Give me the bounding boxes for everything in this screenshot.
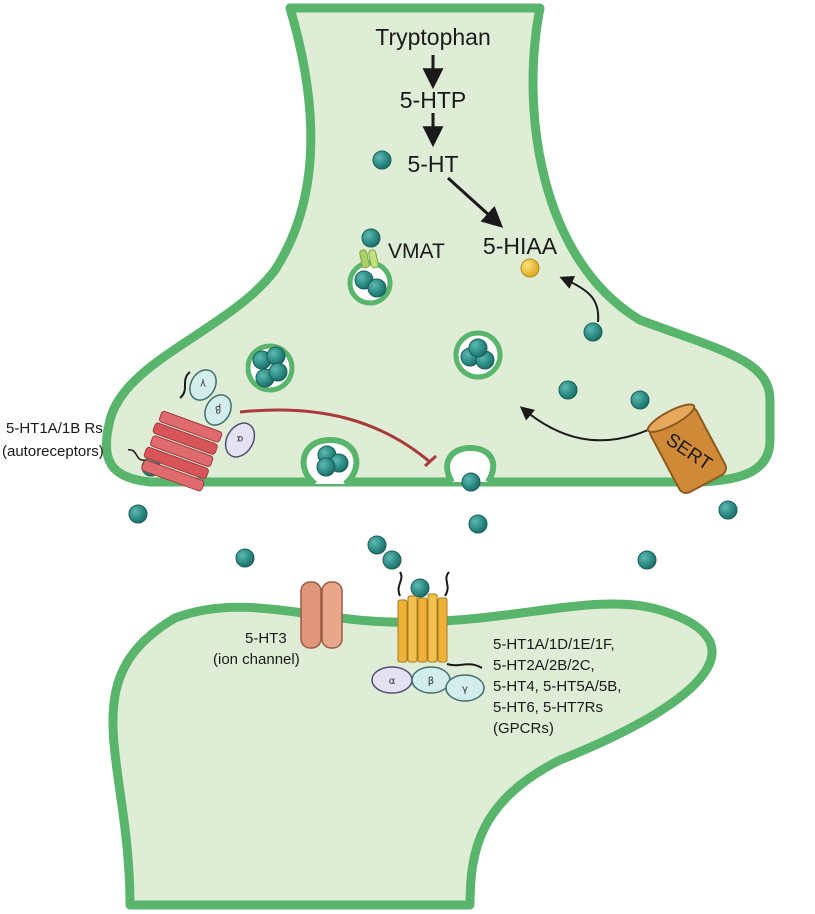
serotonin-molecule — [468, 338, 488, 358]
serotonin-molecule — [468, 514, 488, 534]
arrow-sert-reuptake — [519, 406, 649, 442]
g-gamma-label: γ — [462, 684, 468, 695]
tryptophan-label: Tryptophan — [375, 24, 491, 50]
serotonin-molecule — [361, 228, 381, 248]
autoreceptor-alpha — [224, 422, 256, 458]
hiaa-metabolite — [520, 258, 540, 278]
gpcr-label-line-4: 5-HT6, 5-HT7Rs — [493, 699, 603, 716]
g-alpha-label: α — [389, 676, 396, 687]
serotonin-molecule — [367, 535, 387, 555]
autoreceptor-gamma — [189, 369, 217, 401]
serotonin-molecule — [410, 578, 430, 598]
autoreceptor-beta-label: β — [215, 403, 221, 414]
g-beta-label: β — [428, 676, 434, 687]
autoreceptor-gpcr — [141, 410, 223, 492]
serotonin-molecule — [583, 322, 603, 342]
ht3-label-line1: 5-HT3 — [245, 630, 287, 647]
gpcr-label-line-2: 5-HT2A/2B/2C, — [493, 657, 595, 674]
autoreceptor-gamma-label: γ — [200, 378, 206, 389]
gpcr-label-line-5: (GPCRs) — [493, 720, 554, 737]
arrow-ht-to-hiaa — [446, 176, 504, 228]
autoreceptor-label-line2: (autoreceptors) — [2, 443, 104, 460]
serotonin-molecule — [718, 500, 738, 520]
serotonin-molecule — [367, 278, 387, 298]
autoreceptor-alpha-label: α — [236, 433, 243, 444]
autoreceptor-inhibition — [239, 408, 438, 468]
serotonin-molecule — [630, 390, 650, 410]
vmat-transporter — [359, 249, 379, 269]
hiaa-label: 5-HIAA — [483, 233, 558, 259]
autoreceptor-tail — [179, 371, 191, 399]
autoreceptor-label-line1: 5-HT1A/1B Rs — [6, 420, 103, 437]
serotonin-molecules — [128, 150, 738, 598]
autoreceptor-pointer — [127, 449, 146, 461]
postsynaptic-terminal — [108, 599, 717, 910]
serotonin-molecule — [637, 550, 657, 570]
serotonin-molecule — [558, 380, 578, 400]
autoreceptor-beta — [204, 394, 232, 426]
vesicle-fusing — [444, 444, 497, 484]
ht3-label-line2: (ion channel) — [213, 651, 300, 668]
serotonin-molecule — [382, 550, 402, 570]
serotonin-molecule — [268, 362, 288, 382]
postsynaptic-gpcr — [397, 571, 483, 669]
gpcr-label-line-3: 5-HT4, 5-HT5A/5B, — [493, 678, 621, 695]
vmat-label: VMAT — [388, 240, 445, 263]
serotonin-molecule — [235, 548, 255, 568]
serotonin-molecule — [266, 346, 286, 366]
serotonin-molecule — [316, 457, 336, 477]
htp-label: 5-HTP — [400, 87, 466, 113]
postsynaptic-g-protein: α β γ — [371, 666, 485, 702]
arrow-to-metabolite — [559, 275, 600, 323]
serotonin-molecule — [372, 150, 392, 170]
gpcr-label-line-1: 5-HT1A/1D/1E/1F, — [493, 636, 615, 653]
ht3-ion-channel — [300, 581, 343, 649]
serotonin-molecule — [461, 472, 481, 492]
autoreceptor-g-protein: γ β α — [189, 369, 256, 458]
sert-transporter: SERT — [646, 403, 727, 494]
serotonin-molecule — [128, 504, 148, 524]
g-gamma — [445, 674, 485, 702]
ht-label: 5-HT — [407, 151, 458, 177]
